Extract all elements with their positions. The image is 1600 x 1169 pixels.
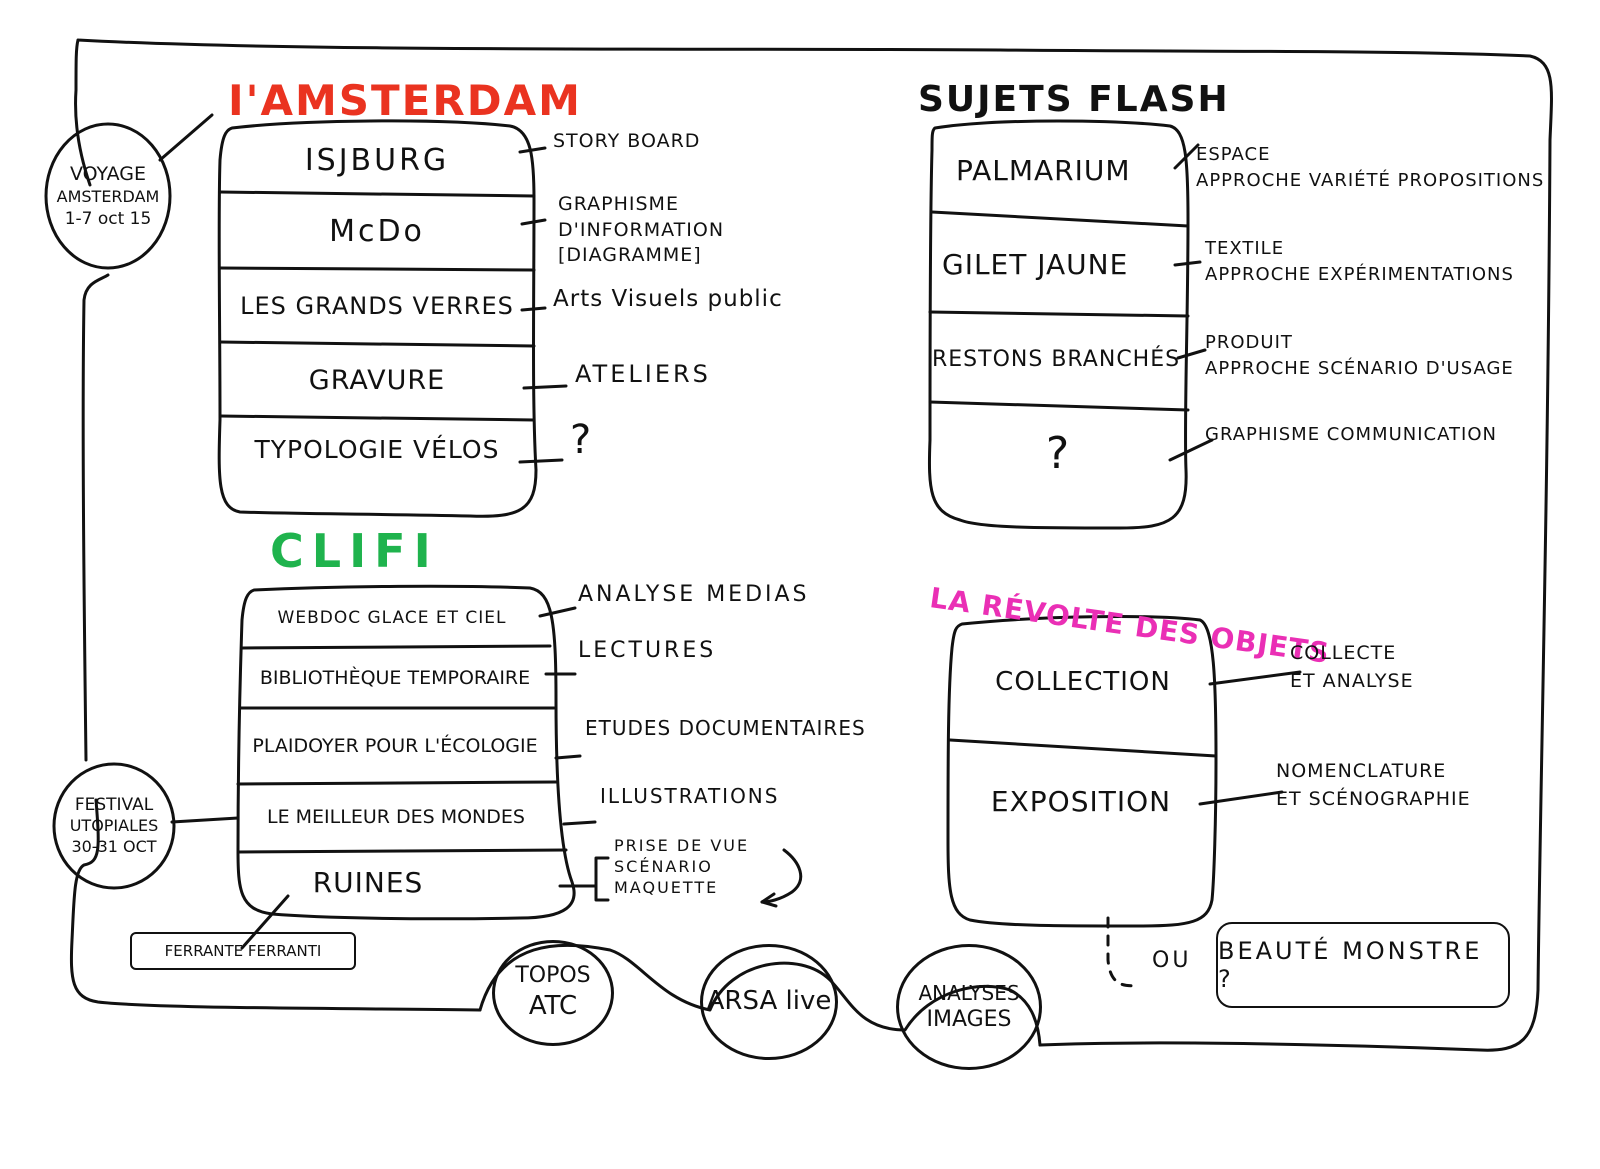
amsterdam-divider-4 — [218, 414, 536, 422]
beaute-box: BEAUTÉ MONSTRE ? — [1216, 922, 1510, 1008]
clifi-row-5: RUINES — [312, 865, 424, 899]
clifi-row-3: PLAIDOYER POUR L'ÉCOLOGIE — [252, 735, 538, 757]
clifi-note-5: PRISE DE VUE SCÉNARIO MAQUETTE — [614, 836, 750, 897]
flash-divider-3 — [928, 400, 1190, 412]
flash-box — [927, 119, 1190, 530]
analyses-line-2: IMAGES — [926, 1006, 1012, 1032]
flash-row-4: ? — [1045, 427, 1071, 479]
flash-row-3: RESTONS BRANCHÉS — [932, 346, 1181, 372]
flash-note-2: TEXTILE APPROCHE EXPÉRIMENTATIONS — [1205, 238, 1514, 286]
amsterdam-box — [217, 119, 538, 518]
amsterdam-note-5: ? — [570, 417, 593, 463]
analyses-line-1: ANALYSES — [918, 980, 1020, 1005]
amsterdam-divider-1 — [218, 190, 536, 198]
flash-divider-1 — [930, 210, 1190, 228]
outer-frame — [69, 38, 1553, 1052]
festival-bubble: FESTIVAL UTOPIALES 30-31 OCT — [54, 764, 174, 888]
arsa-line-1: ARSA live — [706, 986, 832, 1017]
voyage-line-2: AMSTERDAM — [56, 186, 160, 206]
ferrante-box: FERRANTE FERRANTI — [130, 932, 356, 970]
clifi-note-3: ETUDES DOCUMENTAIRES — [585, 716, 866, 740]
topos-line-1: TOPOS — [515, 962, 591, 988]
amsterdam-note-4: ATELIERS — [575, 360, 711, 388]
flash-note-1: ESPACE APPROCHE VARIÉTÉ PROPOSITIONS — [1196, 144, 1545, 192]
ou-label: OU — [1152, 948, 1192, 973]
analyses-bubble: ANALYSES IMAGES — [896, 944, 1042, 1070]
clifi-divider-4 — [236, 848, 568, 854]
amsterdam-row-1: ISJBURG — [304, 142, 450, 178]
amsterdam-divider-3 — [218, 340, 536, 348]
arsa-bubble: ARSA live — [700, 944, 838, 1060]
festival-line-3: 30-31 OCT — [71, 837, 157, 857]
flash-row-1: PALMARIUM — [956, 153, 1131, 187]
festival-line-2: UTOPIALES — [69, 816, 159, 836]
dashed-connector — [1106, 916, 1142, 988]
amsterdam-row-4: GRAVURE — [308, 364, 446, 396]
clifi-divider-1 — [240, 644, 552, 650]
revolte-note-2: NOMENCLATURE ET SCÉNOGRAPHIE — [1276, 760, 1471, 810]
clifi-row-1: WEBDOC GLACE ET CIEL — [277, 608, 507, 628]
clifi-note-4: ILLUSTRATIONS — [600, 784, 780, 808]
flash-note-3: PRODUIT APPROCHE SCÉNARIO D'USAGE — [1205, 332, 1514, 380]
topos-bubble: TOPOS ATC — [492, 940, 614, 1046]
ferrante-label: FERRANTE FERRANTI — [164, 942, 322, 960]
clifi-note-1: ANALYSE MEDIAS — [578, 582, 810, 607]
revolte-box — [946, 615, 1218, 928]
amsterdam-row-5: TYPOLOGIE VÉLOS — [254, 434, 500, 464]
voyage-line-1: VOYAGE — [69, 163, 147, 186]
flash-row-2: GILET JAUNE — [942, 247, 1129, 281]
voyage-line-3: 1-7 oct 15 — [64, 208, 152, 229]
flash-title: SUJETS FLASH — [918, 79, 1230, 120]
amsterdam-note-3: Arts Visuels public — [553, 286, 783, 312]
voyage-circle — [44, 122, 172, 270]
amsterdam-divider-2 — [218, 266, 536, 272]
clifi-note-2: LECTURES — [578, 638, 717, 663]
voyage-bubble: VOYAGE AMSTERDAM 1-7 oct 15 — [46, 124, 170, 268]
clifi-row-4: LE MEILLEUR DES MONDES — [267, 806, 525, 828]
clifi-box — [236, 584, 576, 921]
topos-line-2: ATC — [528, 991, 578, 1022]
beaute-label: BEAUTÉ MONSTRE ? — [1218, 937, 1483, 993]
amsterdam-title: I'AMSTERDAM — [228, 76, 582, 125]
amsterdam-note-2: GRAPHISME D'INFORMATION [DIAGRAMME] — [558, 193, 725, 267]
amsterdam-row-2: McDo — [329, 213, 425, 249]
flash-note-4: GRAPHISME COMMUNICATION — [1205, 424, 1497, 445]
flash-divider-2 — [928, 310, 1190, 318]
amsterdam-row-3: LES GRANDS VERRES — [240, 292, 514, 320]
revolte-divider-1 — [948, 738, 1218, 758]
clifi-title: CLIFI — [270, 524, 439, 578]
amsterdam-note-1: STORY BOARD — [553, 130, 701, 152]
festival-circle — [52, 762, 176, 890]
festival-line-1: FESTIVAL — [74, 795, 154, 816]
revolte-row-1: COLLECTION — [995, 667, 1171, 697]
clifi-row-2: BIBLIOTHÈQUE TEMPORAIRE — [259, 667, 531, 689]
clifi-divider-3 — [236, 780, 558, 786]
revolte-note-1: COLLECTE ET ANALYSE — [1290, 642, 1414, 692]
revolte-row-2: EXPOSITION — [990, 784, 1172, 818]
